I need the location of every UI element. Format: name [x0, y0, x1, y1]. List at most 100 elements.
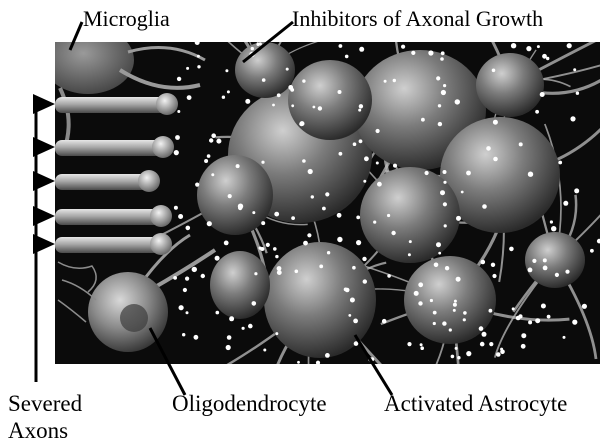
inhibitor-molecule	[286, 68, 289, 71]
inhibitor-molecule	[345, 55, 349, 59]
inhibitor-molecule	[337, 213, 342, 218]
inhibitor-molecule	[291, 104, 294, 107]
inhibitor-molecule	[195, 183, 199, 187]
inhibitor-molecule	[537, 45, 540, 48]
inhibitor-molecule	[260, 247, 264, 251]
inhibitor-molecule	[563, 201, 568, 206]
inhibitor-molecule	[316, 361, 320, 365]
inhibitor-molecule	[297, 361, 300, 364]
inhibitor-molecule	[174, 150, 179, 155]
inhibitor-molecule	[195, 40, 200, 45]
inhibitor-molecule	[425, 171, 429, 175]
astrocyte-cell	[476, 53, 544, 117]
inhibitor-molecule	[440, 57, 444, 61]
inhibitor-molecule	[308, 169, 313, 174]
astrocyte-cell	[235, 42, 295, 98]
inhibitor-molecule	[337, 237, 342, 242]
inhibitor-molecule	[303, 241, 308, 246]
astrocyte-cell	[210, 251, 270, 319]
inhibitor-molecule	[192, 267, 197, 272]
inhibitor-molecule	[567, 43, 572, 48]
inhibitor-molecule	[535, 318, 540, 323]
inhibitors-label: Inhibitors of Axonal Growth	[292, 8, 543, 30]
inhibitor-molecule	[453, 309, 456, 312]
inhibitor-molecule	[546, 57, 549, 60]
inhibitor-molecule	[576, 92, 579, 95]
inhibitor-molecule	[407, 342, 411, 346]
inhibitor-molecule	[363, 180, 366, 183]
inhibitor-molecule	[428, 50, 433, 55]
inhibitor-molecule	[565, 270, 569, 274]
inhibitor-molecule	[489, 309, 493, 313]
inhibitor-molecule	[227, 335, 232, 340]
inhibitor-molecule	[543, 258, 547, 262]
inhibitor-molecule	[442, 321, 446, 325]
severed-axons-label-line2: Axons	[8, 419, 68, 442]
inhibitor-molecule	[211, 133, 216, 138]
inhibitor-molecule	[207, 154, 211, 158]
inhibitor-molecule	[433, 311, 437, 315]
inhibitor-molecule	[411, 51, 415, 55]
inhibitor-molecule	[570, 116, 575, 121]
triangle-right-icon	[33, 137, 55, 157]
inhibitor-molecule	[186, 226, 191, 231]
inhibitor-molecule	[492, 69, 496, 73]
inhibitor-molecule	[302, 159, 306, 163]
inhibitor-molecule	[489, 342, 493, 346]
inhibitor-molecule	[228, 194, 232, 198]
inhibitor-molecule	[197, 55, 200, 58]
inhibitor-molecule	[540, 92, 545, 97]
inhibitor-molecule	[555, 273, 559, 277]
inhibitor-molecule	[226, 345, 231, 350]
inhibitor-molecule	[563, 336, 566, 339]
inhibitor-molecule	[182, 333, 185, 336]
inhibitor-molecule	[430, 299, 433, 302]
inhibitor-molecule	[197, 65, 200, 68]
inhibitor-molecule	[454, 300, 457, 303]
inhibitor-molecule	[178, 214, 183, 219]
inhibitor-molecule	[185, 277, 189, 281]
inhibitor-molecule	[295, 270, 299, 274]
inhibitor-molecule	[421, 118, 425, 122]
inhibitor-molecule	[418, 282, 423, 287]
triangle-right-icon	[33, 234, 55, 254]
astrocyte-cell	[288, 60, 372, 140]
inhibitor-molecule	[251, 47, 254, 50]
inhibitor-molecule	[186, 67, 189, 70]
inhibitor-molecule	[393, 79, 396, 82]
inhibitor-molecule	[209, 138, 213, 142]
inhibitor-molecule	[275, 255, 278, 258]
inhibitor-molecule	[496, 352, 501, 357]
inhibitor-molecule	[526, 46, 531, 51]
inhibitor-molecule	[319, 265, 323, 269]
inhibitor-molecule	[211, 173, 214, 176]
inhibitor-molecule	[254, 272, 257, 275]
inhibitor-molecule	[418, 301, 422, 305]
inhibitor-molecule	[262, 78, 266, 82]
inhibitor-molecule	[242, 327, 245, 330]
inhibitor-molecule	[551, 226, 556, 231]
inhibitor-molecule	[216, 311, 220, 315]
inhibitor-molecule	[338, 90, 342, 94]
inhibitor-molecule	[582, 304, 587, 309]
inhibitor-molecule	[463, 318, 466, 321]
inhibitor-molecule	[455, 99, 460, 104]
inhibitor-molecule	[597, 239, 602, 244]
inhibitor-molecule	[433, 322, 436, 325]
inhibitor-molecule	[187, 95, 192, 100]
inhibitor-molecule	[359, 104, 363, 108]
inhibitor-molecule	[277, 270, 282, 275]
inhibitor-molecule	[541, 304, 546, 309]
inhibitor-molecule	[409, 240, 412, 243]
inhibitor-molecule	[491, 263, 495, 267]
inhibitor-molecule	[376, 162, 379, 165]
triangle-right-icon	[33, 94, 55, 114]
inhibitor-molecule	[401, 45, 405, 49]
inhibitor-molecule	[352, 266, 356, 270]
inhibitor-molecule	[547, 315, 551, 319]
inhibitor-molecule	[572, 320, 577, 325]
inhibitor-molecule	[348, 314, 351, 317]
inhibitor-molecule	[455, 347, 458, 350]
inhibitor-molecule	[277, 266, 282, 271]
